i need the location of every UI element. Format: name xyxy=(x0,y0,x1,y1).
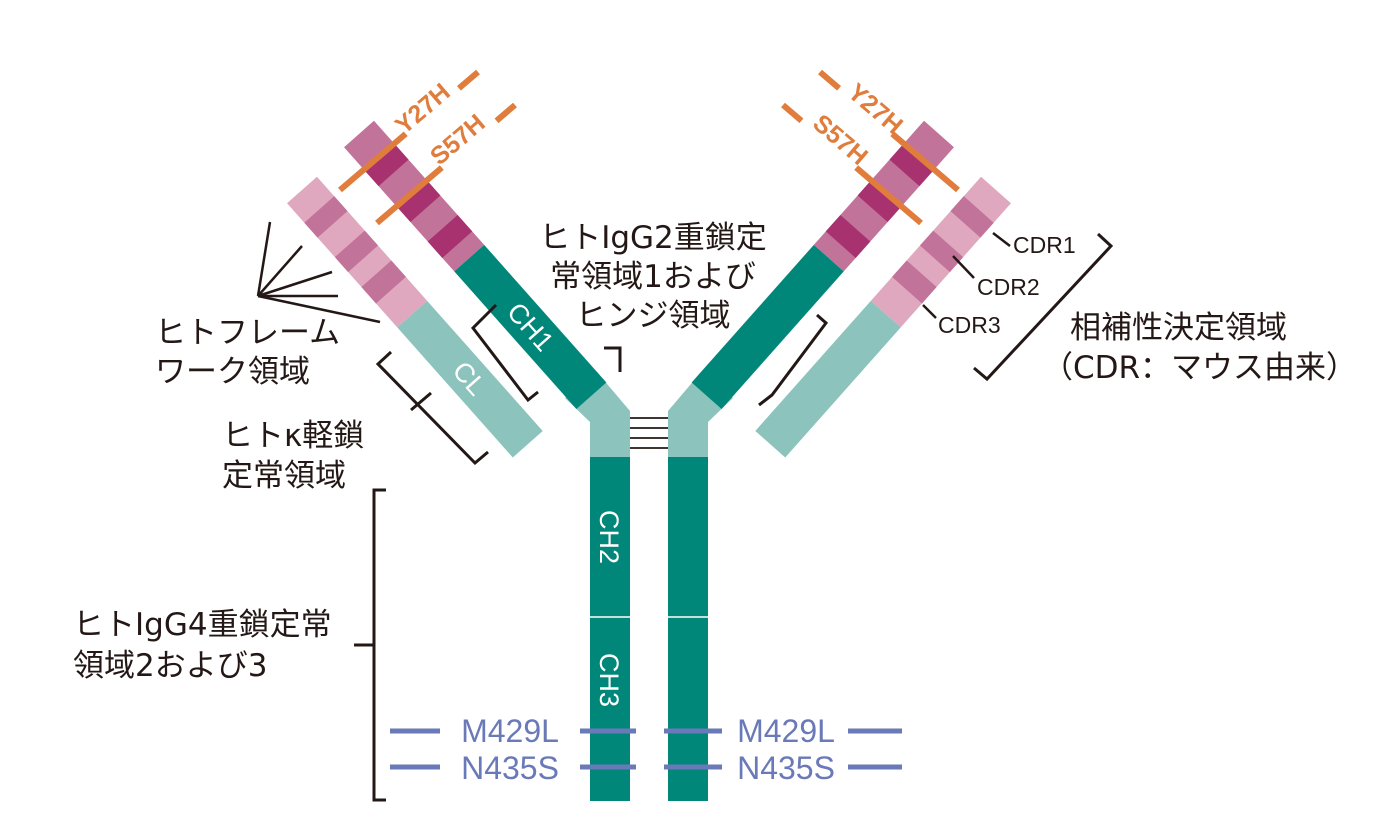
n435s-left-label: N435S xyxy=(461,750,559,786)
fc-left-chain xyxy=(590,457,630,801)
n435s-right-label: N435S xyxy=(737,750,835,786)
svg-text:ヒトIgG2重鎖定: ヒトIgG2重鎖定 xyxy=(539,220,767,256)
svg-text:ヒトIgG4重鎖定常: ヒトIgG4重鎖定常 xyxy=(73,607,332,643)
ch1-left-domain xyxy=(454,244,607,410)
svg-text:常領域1および: 常領域1および xyxy=(550,259,756,295)
left-light-arm: CL xyxy=(287,176,543,458)
svg-text:領域2および3: 領域2および3 xyxy=(73,648,267,684)
cdr-pointer-lines xyxy=(922,232,1011,319)
framework-fan-lines xyxy=(256,221,381,324)
cdr1-label: CDR1 xyxy=(1013,232,1076,258)
ch2-right-domain xyxy=(668,457,708,617)
framework-annotation: ヒトフレーム ワーク領域 xyxy=(155,315,340,390)
igg4-bracket xyxy=(354,488,386,802)
right-ch1-bracket xyxy=(758,313,829,407)
svg-text:定常領域: 定常領域 xyxy=(222,458,346,494)
cdr-region-annotation: 相補性決定領域 （CDR：マウス由来） xyxy=(1042,310,1357,386)
kappa-bracket xyxy=(375,350,489,466)
vl-right-cdr1 xyxy=(950,196,994,238)
svg-text:（CDR：マウス由来）: （CDR：マウス由来） xyxy=(1042,350,1357,386)
ch1-bracket xyxy=(471,303,539,403)
cdr-bracket xyxy=(973,232,1114,382)
m429l-right-label: M429L xyxy=(737,713,835,749)
right-light-arm xyxy=(755,176,1011,458)
svg-text:ヒトκ軽鎖: ヒトκ軽鎖 xyxy=(222,418,364,454)
ch3-left-domain xyxy=(590,617,630,801)
cdr3-label: CDR3 xyxy=(938,312,1001,338)
vh-left-cdr1 xyxy=(363,143,409,187)
disulfide-bonds xyxy=(630,417,668,449)
vl-right-cdr2 xyxy=(919,230,964,273)
igg2-annotation: ヒトIgG2重鎖定 常領域1および ヒンジ領域 xyxy=(539,220,767,334)
ch1-right-domain xyxy=(691,244,844,410)
vh-left-cdr3 xyxy=(427,214,473,258)
vl-left-cdr1 xyxy=(304,196,348,238)
vh-right-cdr2 xyxy=(857,182,900,223)
m429l-left-label: M429L xyxy=(461,713,559,749)
svg-text:ヒトフレーム: ヒトフレーム xyxy=(155,315,340,351)
vl-right-cdr3 xyxy=(892,260,937,304)
cl-left-domain xyxy=(397,300,543,458)
cdr2-label: CDR2 xyxy=(977,274,1040,300)
kappa-annotation: ヒトκ軽鎖 定常領域 xyxy=(222,418,364,494)
cl-right-domain xyxy=(755,300,901,458)
svg-text:相補性決定領域: 相補性決定領域 xyxy=(1070,310,1287,346)
ch3-right-domain xyxy=(668,617,708,801)
vl-left-cdr3 xyxy=(361,260,406,304)
svg-text:ヒンジ領域: ヒンジ領域 xyxy=(576,298,731,334)
vh-right-cdr3 xyxy=(825,214,871,258)
ch2-left-domain xyxy=(590,457,630,617)
fc-right-chain xyxy=(668,457,708,801)
fc-mutation-markers: M429L N435S M429L N435S xyxy=(390,713,902,786)
vl-left-cdr2 xyxy=(334,230,379,273)
vh-left-cdr2 xyxy=(398,182,441,223)
svg-text:ワーク領域: ワーク領域 xyxy=(155,354,310,390)
ch2-label: CH2 xyxy=(594,510,624,564)
ch3-label: CH3 xyxy=(594,653,624,707)
hinge-pointer xyxy=(604,346,622,372)
igg4-annotation: ヒトIgG4重鎖定常 領域2および3 xyxy=(73,607,332,684)
vh-right-cdr1 xyxy=(889,143,935,187)
